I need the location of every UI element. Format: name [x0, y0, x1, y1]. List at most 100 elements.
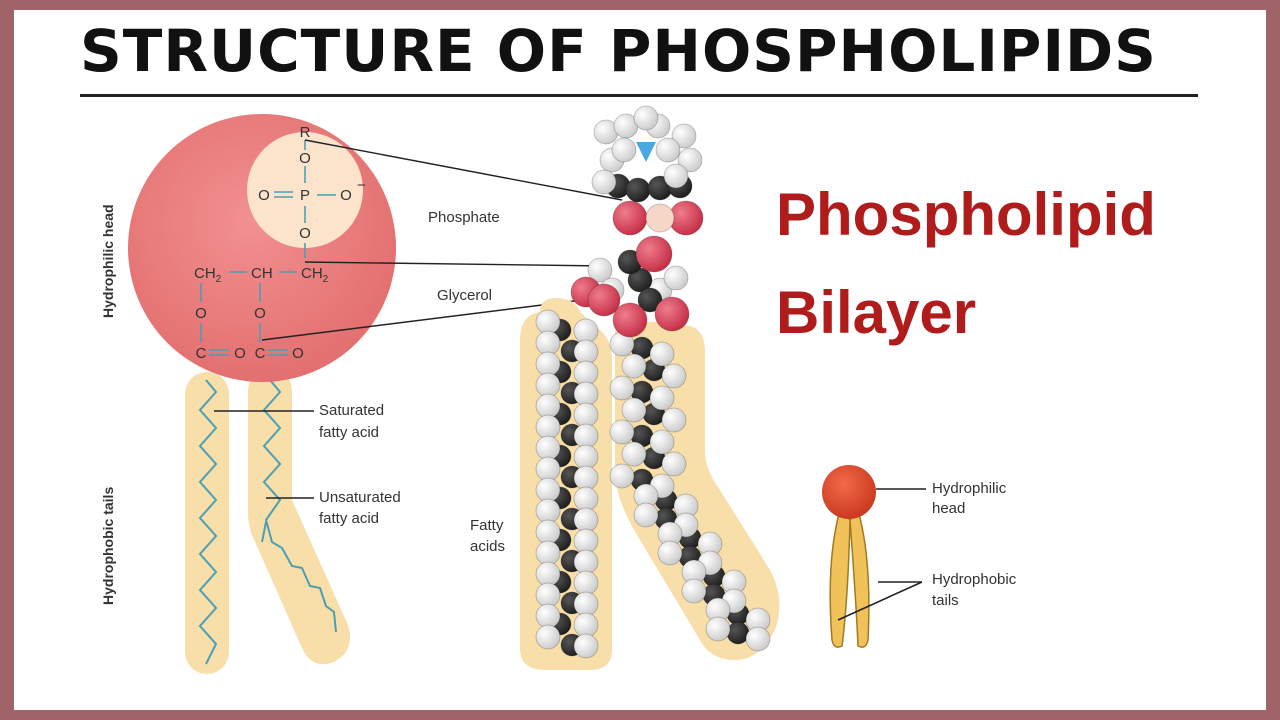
hydrogen-atom: [535, 561, 561, 587]
hydrogen-atom: [587, 257, 613, 283]
simple-phospholipid-icon: [822, 465, 876, 648]
hydrogen-atom: [609, 419, 635, 445]
unsaturated-label-line1: Unsaturated: [319, 489, 401, 506]
hydrogen-atom: [649, 429, 675, 455]
hydrogen-atom: [573, 612, 599, 638]
bilayer-title-line1: Phospholipid: [776, 181, 1156, 248]
hydrogen-atom: [573, 318, 599, 344]
simple-tail-leader-left: [837, 581, 923, 621]
ester-o-left-label: O: [195, 305, 207, 322]
hydrogen-atom: [671, 123, 697, 149]
ch2-left-label: CH2: [194, 265, 222, 285]
phosphate-leader-upper: [304, 139, 623, 201]
simple-tail-left: [829, 508, 851, 648]
carbon-atom: [625, 177, 651, 203]
unsaturated-tail-shape: [248, 372, 351, 665]
hydrogen-atom: [705, 616, 731, 642]
o-top-label: O: [299, 150, 311, 167]
hydrogen-atom: [573, 444, 599, 470]
hydrogen-atom: [649, 385, 675, 411]
hydrogen-atom: [535, 414, 561, 440]
hydrogen-atom: [535, 540, 561, 566]
hydrogen-atom: [535, 456, 561, 482]
hydrogen-atom: [535, 309, 561, 335]
oxygen-atom: [612, 200, 648, 236]
hydrogen-atom: [573, 381, 599, 407]
space-filling-model: [535, 105, 771, 659]
hydrogen-atom: [621, 397, 647, 423]
simple-tails-label-line2: tails: [932, 592, 959, 609]
hydrogen-atom: [633, 105, 659, 131]
hydrogen-atom: [621, 353, 647, 379]
hydrogen-atom: [663, 163, 689, 189]
simple-tail-right: [849, 508, 870, 648]
hydrogen-atom: [573, 549, 599, 575]
hydrogen-atom: [535, 393, 561, 419]
hydrogen-atom: [573, 486, 599, 512]
hydrogen-atom: [535, 603, 561, 629]
nitrogen-atom: [636, 142, 656, 162]
carbonyl-o1-label: O: [234, 345, 246, 362]
title-underline: [80, 94, 1198, 97]
hydrogen-atom: [681, 578, 707, 604]
carbonyl-c1-label: C: [196, 345, 207, 362]
hydrogen-atom: [535, 582, 561, 608]
phosphate-o-right-label: O: [340, 187, 352, 204]
hydrogen-atom: [573, 507, 599, 533]
hydrogen-atom: [573, 528, 599, 554]
saturated-tail-shape: [185, 372, 229, 674]
page-title: STRUCTURE OF PHOSPHOLIPIDS: [80, 17, 1157, 85]
hydrogen-atom: [573, 360, 599, 386]
hydrogen-atom: [609, 375, 635, 401]
unsaturated-label-line2: fatty acid: [319, 510, 379, 527]
hydrogen-atom: [535, 372, 561, 398]
oxygen-atom: [612, 302, 648, 338]
hydrogen-atom: [621, 441, 647, 467]
hydrogen-atom: [609, 463, 635, 489]
bilayer-title-line2: Bilayer: [776, 279, 977, 346]
simple-head-label-line1: Hydrophilic: [932, 480, 1007, 497]
hydrogen-atom: [573, 423, 599, 449]
phosphate-label: Phosphate: [428, 209, 500, 226]
hydrogen-atom: [661, 451, 687, 477]
oxygen-atom: [654, 296, 690, 332]
phosphorus-label: P: [300, 187, 310, 204]
hydrogen-atom: [745, 626, 771, 652]
unsaturated-chain: [262, 379, 337, 633]
phosphorus-atom: [645, 203, 675, 233]
hydrogen-atom: [661, 407, 687, 433]
phosphate-o-left-label: O: [258, 187, 270, 204]
hydrogen-atom: [535, 519, 561, 545]
fatty-acids-label-line2: acids: [470, 538, 505, 555]
hydrogen-atom: [657, 540, 683, 566]
ch2-right-label: CH2: [301, 265, 329, 285]
hydrogen-atom: [573, 339, 599, 365]
simple-tails-label-line1: Hydrophobic: [932, 571, 1017, 588]
hydrogen-atom: [535, 435, 561, 461]
glycerol-label: Glycerol: [437, 287, 492, 304]
phosphate-group-circle: [247, 132, 363, 248]
hydrogen-atom: [611, 137, 637, 163]
o-bottom-label: O: [299, 225, 311, 242]
hydrogen-atom: [535, 477, 561, 503]
double-bond-line: [261, 521, 267, 543]
hydrophilic-head-side-label: Hydrophilic head: [100, 204, 116, 318]
phosphate-leader-lower: [304, 261, 607, 267]
fatty-acids-label-line1: Fatty: [470, 517, 504, 534]
hydrogen-atom: [535, 498, 561, 524]
saturated-label-line1: Saturated: [319, 402, 384, 419]
hydrogen-atom: [573, 402, 599, 428]
oxygen-atom: [587, 283, 621, 317]
r-group-label: R: [300, 124, 311, 141]
hydrophobic-tails-side-label: Hydrophobic tails: [100, 487, 116, 605]
hydrogen-atom: [661, 363, 687, 389]
hydrogen-atom: [535, 330, 561, 356]
hydrogen-atom: [573, 591, 599, 617]
saturated-label-line2: fatty acid: [319, 424, 379, 441]
hydrogen-atom: [573, 570, 599, 596]
carbonyl-c2-label: C: [255, 345, 266, 362]
hydrogen-atom: [655, 137, 681, 163]
simple-head-ball: [822, 465, 876, 519]
carbonyl-o2-label: O: [292, 345, 304, 362]
